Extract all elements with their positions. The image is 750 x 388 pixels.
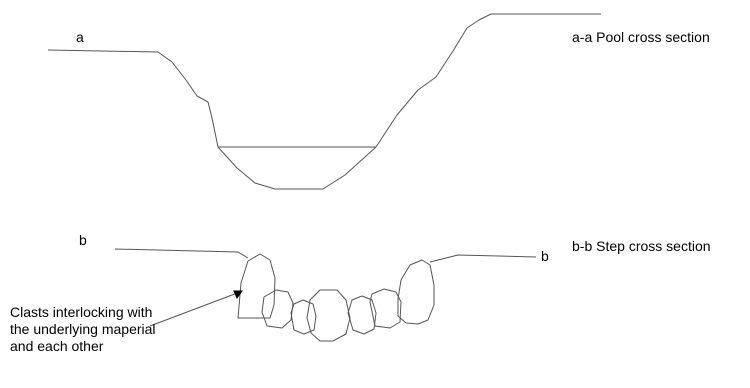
step-left-bank	[114, 248, 249, 259]
pool-cross-section-title: a-a Pool cross section	[572, 29, 710, 45]
step-cross-section-title: b-b Step cross section	[572, 238, 711, 254]
clast-3	[290, 299, 317, 335]
clast-5	[347, 295, 377, 335]
section-b-right-marker: b	[541, 248, 549, 264]
pool-channel-profile	[47, 13, 601, 190]
section-b-left-marker: b	[79, 232, 87, 248]
clast-6	[369, 288, 402, 329]
clast-1	[237, 253, 276, 319]
clast-annotation-text: Clasts interlocking with the underlying …	[10, 304, 156, 354]
annotation-leader-line	[149, 291, 241, 327]
annotation-arrowhead	[233, 290, 243, 300]
step-right-bank	[429, 254, 537, 263]
clast-4	[306, 289, 351, 342]
section-a-left-marker: a	[76, 29, 84, 45]
clast-2	[261, 289, 294, 329]
clast-7	[397, 259, 435, 325]
